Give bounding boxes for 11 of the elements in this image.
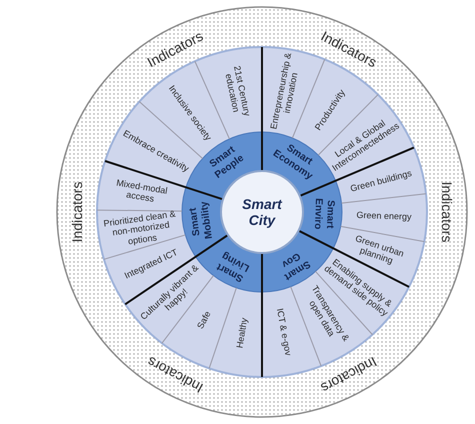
segment-label: Green energy: [344, 210, 425, 223]
segment-label: Green buildings: [340, 166, 420, 196]
segment-label: 21st Century education: [218, 50, 255, 134]
ring-label: Indicators: [68, 182, 86, 242]
ring-label: Indicators: [438, 182, 456, 242]
sector-label: Smart Mobility: [186, 200, 215, 241]
sector-label: Smart Enviro: [312, 198, 336, 230]
segment-label: Prioritized clean & non-motorized options: [98, 208, 182, 250]
segment-label: Healthy: [230, 292, 254, 374]
segment-label: Mixed-modal access: [100, 175, 182, 209]
segment-label: ICT & e-gov: [272, 292, 297, 373]
